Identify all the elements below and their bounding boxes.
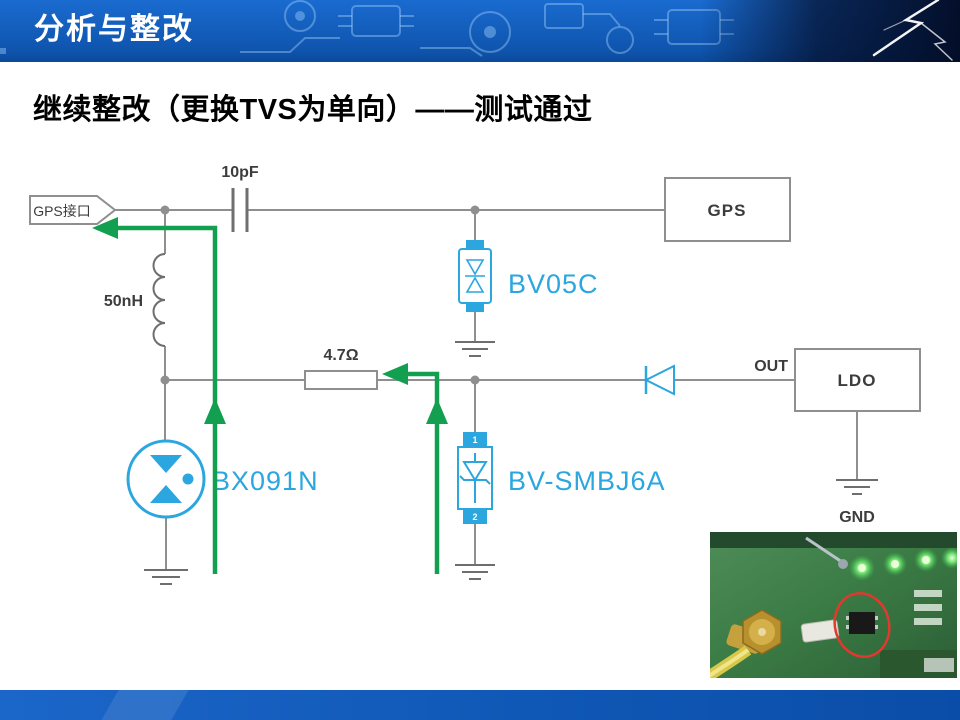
capacitor-label: 10pF <box>221 164 259 181</box>
pin1-label: 1 <box>472 435 477 445</box>
gps-box: GPS <box>664 177 791 242</box>
footer-bar <box>0 690 960 720</box>
page-title: 分析与整改 <box>34 13 194 46</box>
bx091n-label: BX091N <box>212 466 319 496</box>
bv-smbj6a-label: BV-SMBJ6A <box>508 466 666 496</box>
ground-icon <box>455 341 495 357</box>
storm-sky <box>700 0 960 62</box>
smd-component <box>800 619 840 643</box>
out-label: OUT <box>754 358 788 375</box>
sma-connector-icon <box>726 609 782 655</box>
surge-current-path <box>92 217 448 574</box>
capacitor: 10pF <box>221 164 259 232</box>
pcb-test-photo <box>710 532 957 678</box>
bv05c-label: BV05C <box>508 269 599 299</box>
ldo-box: LDO <box>794 348 921 412</box>
series-diode <box>643 364 675 396</box>
tvs-component-on-board <box>846 612 878 634</box>
antenna-icon <box>805 536 848 569</box>
annotation-ellipse <box>833 592 891 658</box>
junction-dots <box>160 205 480 385</box>
resistor-label: 4.7Ω <box>323 347 358 364</box>
pcb-photo-graphic <box>710 532 957 678</box>
inductor-label: 50nH <box>104 293 143 310</box>
inductor: 50nH <box>104 253 166 347</box>
arrow-up-icon <box>426 398 448 424</box>
silkscreen-marks <box>914 590 954 672</box>
ldo-box-label: LDO <box>838 371 877 390</box>
ground-icon <box>144 569 188 585</box>
gps-port-tag: GPS接口 <box>29 195 117 225</box>
footer-stripe <box>101 690 189 720</box>
led-glow-icon <box>849 547 957 581</box>
lightning-icon <box>872 0 953 61</box>
arrow-left-icon <box>92 217 118 239</box>
circuit-pattern-icon <box>0 0 960 62</box>
slide-subtitle: 继续整改（更换TVS为单向）——测试通过 <box>33 94 593 126</box>
ground-icon <box>836 479 878 495</box>
tvs-bv-smbj6a: 1 2 BV-SMBJ6A <box>455 432 666 580</box>
resistor: 4.7Ω <box>304 347 378 390</box>
arrow-left-icon <box>382 363 408 385</box>
gps-port-label: GPS接口 <box>33 203 91 219</box>
ground-icon <box>455 564 495 580</box>
gps-box-label: GPS <box>708 201 747 220</box>
tvs-bv05c: BV05C <box>455 240 599 357</box>
pin2-label: 2 <box>472 512 477 522</box>
cable-icon <box>710 645 752 678</box>
arrow-up-icon <box>204 398 226 424</box>
wires <box>115 209 858 570</box>
gnd-label: GND <box>839 509 875 526</box>
circuit-diagram: GPS接口 10pF GPS <box>29 164 921 585</box>
header-bar: 分析与整改 <box>0 0 960 62</box>
surge-protector-bx091n: BX091N <box>126 439 319 585</box>
